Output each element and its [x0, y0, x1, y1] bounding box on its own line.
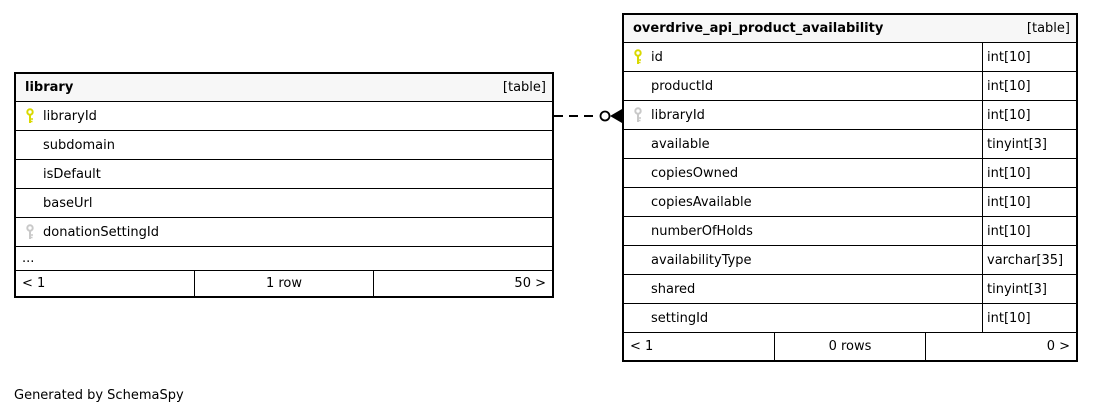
table-type-badge: [table]	[1026, 21, 1070, 36]
column-row: libraryId	[16, 102, 552, 130]
table-type-badge: [table]	[502, 80, 546, 95]
foreign-key-icon	[624, 107, 651, 123]
column-row: isDefault	[16, 159, 552, 188]
pager-next: 50 >	[373, 271, 552, 296]
column-type: tinyint[3]	[982, 275, 1076, 303]
table-node-library[interactable]: library [table] libraryId subdomain isDe…	[14, 72, 554, 298]
pager-prev: < 1	[630, 339, 654, 354]
relationship-connector	[554, 109, 622, 123]
table-pager: < 1 1 row 50 >	[16, 270, 552, 296]
table-title[interactable]: overdrive_api_product_availability	[633, 21, 884, 36]
column-row: subdomain	[16, 130, 552, 159]
column-name: productId	[651, 78, 714, 94]
generator-credit: Generated by SchemaSpy	[14, 388, 184, 403]
column-row: libraryId int[10]	[624, 100, 1076, 129]
column-name: settingId	[651, 310, 709, 326]
primary-key-icon	[16, 108, 43, 124]
pager-prev: < 1	[22, 276, 46, 291]
table-node-overdrive-api-product-availability[interactable]: overdrive_api_product_availability [tabl…	[622, 13, 1078, 362]
column-row: copiesOwned int[10]	[624, 158, 1076, 187]
column-row: settingId int[10]	[624, 303, 1076, 332]
table-header-overdrive[interactable]: overdrive_api_product_availability [tabl…	[624, 15, 1076, 43]
column-name: availabilityType	[651, 252, 752, 268]
column-name: donationSettingId	[43, 224, 159, 240]
pager-next: 0 >	[925, 333, 1076, 360]
column-name: id	[651, 49, 663, 65]
column-row: baseUrl	[16, 188, 552, 217]
column-name: copiesOwned	[651, 165, 739, 181]
table-pager: < 1 0 rows 0 >	[624, 332, 1076, 360]
column-row: id int[10]	[624, 43, 1076, 71]
column-type: int[10]	[982, 217, 1076, 245]
column-type: tinyint[3]	[982, 130, 1076, 158]
column-name: numberOfHolds	[651, 223, 753, 239]
pager-rowcount: 1 row	[194, 271, 373, 296]
truncated-columns-indicator: ...	[16, 246, 552, 270]
foreign-key-icon	[16, 224, 43, 240]
table-title[interactable]: library	[25, 80, 74, 95]
column-type: int[10]	[982, 159, 1076, 187]
column-name: available	[651, 136, 710, 152]
column-type: varchar[35]	[982, 246, 1076, 274]
column-row: numberOfHolds int[10]	[624, 216, 1076, 245]
column-row: availabilityType varchar[35]	[624, 245, 1076, 274]
column-name: libraryId	[43, 108, 97, 124]
column-row: available tinyint[3]	[624, 129, 1076, 158]
column-row: donationSettingId	[16, 217, 552, 246]
column-type: int[10]	[982, 101, 1076, 129]
column-row: shared tinyint[3]	[624, 274, 1076, 303]
column-name: isDefault	[43, 166, 101, 182]
pager-rowcount: 0 rows	[774, 333, 925, 360]
table-header-library[interactable]: library [table]	[16, 74, 552, 102]
column-row: productId int[10]	[624, 71, 1076, 100]
column-type: int[10]	[982, 72, 1076, 100]
column-type: int[10]	[982, 304, 1076, 332]
column-name: libraryId	[651, 107, 705, 123]
column-name: baseUrl	[43, 195, 93, 211]
column-row: copiesAvailable int[10]	[624, 187, 1076, 216]
column-type: int[10]	[982, 43, 1076, 71]
column-name: copiesAvailable	[651, 194, 752, 210]
column-name: shared	[651, 281, 696, 297]
column-type: int[10]	[982, 188, 1076, 216]
primary-key-icon	[624, 49, 651, 65]
column-name: subdomain	[43, 137, 115, 153]
